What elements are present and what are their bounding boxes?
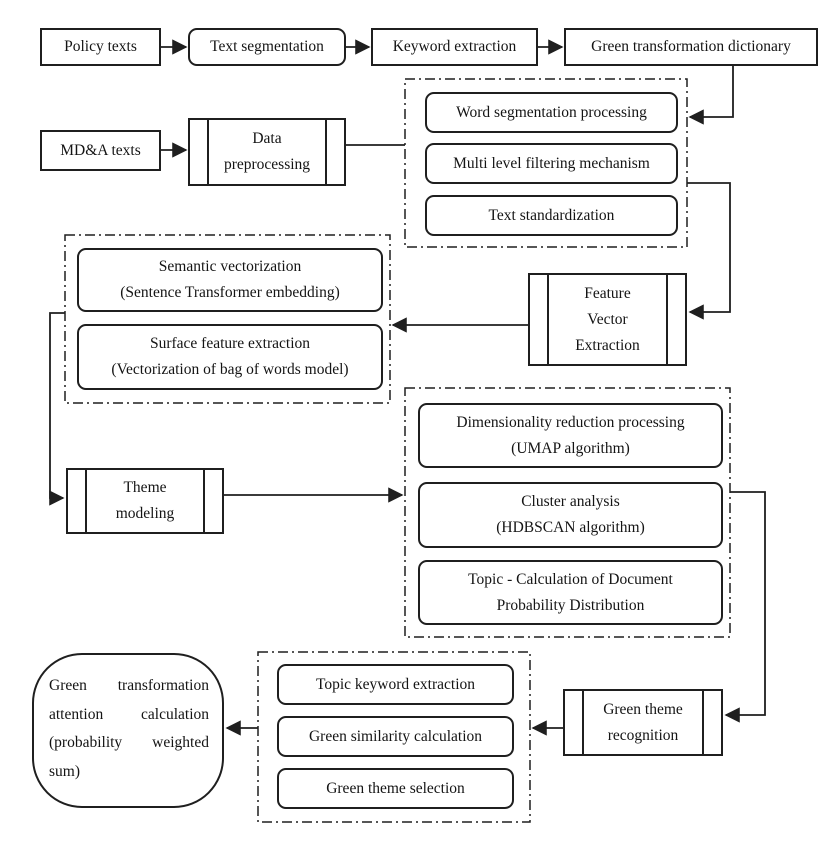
topic-modeling-group-frame [404, 387, 731, 638]
node-surface-feature-extraction: Surface feature extraction (Vectorizatio… [77, 324, 383, 390]
text-processing-group-frame [404, 78, 688, 248]
vectorization-group-frame [64, 234, 391, 404]
node-cluster-analysis: Cluster analysis (HDBSCAN algorithm) [418, 482, 723, 548]
node-green-theme-selection: Green theme selection [277, 768, 514, 809]
connector-topic-group-to-green-recognition [724, 491, 766, 723]
group-frames [64, 78, 731, 823]
node-data-preprocessing: Data preprocessing [188, 118, 346, 186]
node-topic-keyword-extraction: Topic keyword extraction [277, 664, 514, 705]
connector-vectorization-to-theme-modeling [49, 312, 65, 506]
node-topic-probability-distribution: Topic - Calculation of Document Probabil… [418, 560, 723, 625]
node-theme-modeling: Theme modeling [66, 468, 224, 534]
node-policy-texts: Policy texts [40, 28, 161, 66]
node-mda-texts: MD&A texts [40, 130, 161, 171]
node-text-standardization: Text standardization [425, 195, 678, 236]
node-dimensionality-reduction: Dimensionality reduction processing (UMA… [418, 403, 723, 468]
connector-group-to-feature-extraction [687, 182, 731, 320]
node-attention-calculation: Green transformation attention calculati… [32, 653, 224, 808]
node-semantic-vectorization: Semantic vectorization (Sentence Transfo… [77, 248, 383, 312]
node-text-segmentation: Text segmentation [188, 28, 346, 66]
green-recognition-group-frame [257, 651, 531, 823]
connectors [49, 39, 766, 736]
node-green-similarity-calculation: Green similarity calculation [277, 716, 514, 757]
node-green-transformation-dictionary: Green transformation dictionary [564, 28, 818, 66]
node-feature-vector-extraction: Feature Vector Extraction [528, 273, 687, 366]
node-word-segmentation-processing: Word segmentation processing [425, 92, 678, 133]
node-keyword-extraction: Keyword extraction [371, 28, 538, 66]
node-green-theme-recognition: Green theme recognition [563, 689, 723, 756]
connector-dictionary-to-processing-group [688, 66, 734, 125]
node-multi-level-filtering: Multi level filtering mechanism [425, 143, 678, 184]
